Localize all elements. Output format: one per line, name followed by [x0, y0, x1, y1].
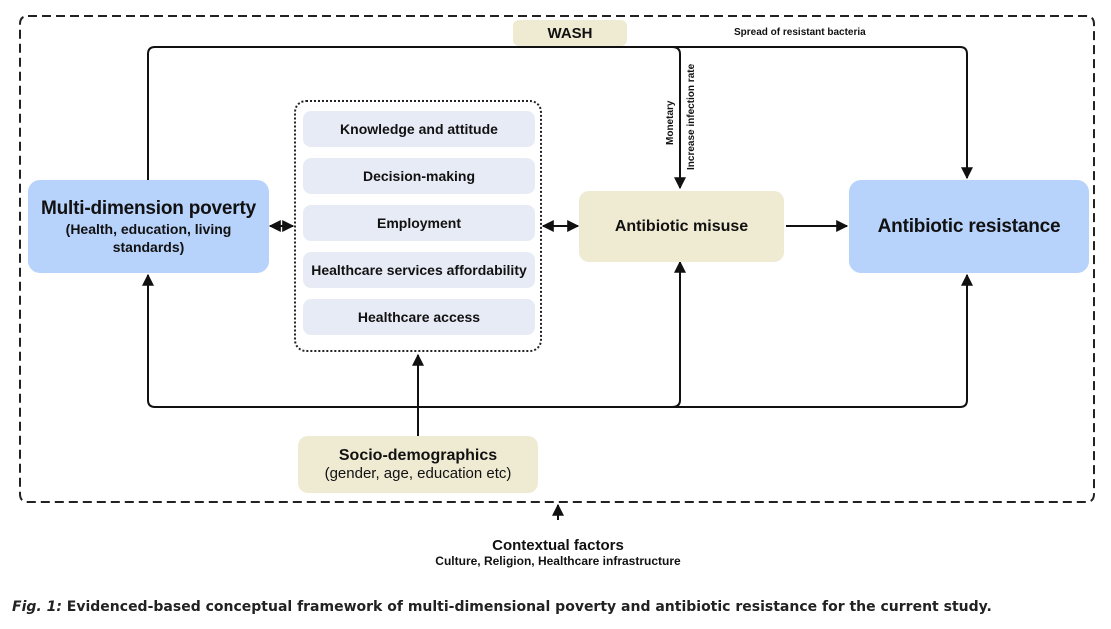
spread-label: Spread of resistant bacteria — [734, 27, 866, 38]
socio-subtitle: (gender, age, education etc) — [324, 465, 512, 482]
factor-access: Healthcare access — [303, 299, 535, 335]
caption-label: Fig. 1: — [12, 599, 62, 615]
socio-box: Socio-demographics (gender, age, educati… — [298, 436, 538, 493]
bottom-loop-wire — [147, 273, 973, 408]
poverty-subtitle: (Health, education, living standards) — [65, 220, 232, 255]
contextual-boundary — [19, 15, 1095, 503]
misuse-box: Antibiotic misuse — [579, 191, 784, 262]
socio-title: Socio-demographics — [338, 447, 498, 464]
resistance-box: Antibiotic resistance — [849, 180, 1089, 273]
contextual-title: Contextual factors — [492, 536, 624, 554]
factor-knowledge: Knowledge and attitude — [303, 111, 535, 147]
figure-caption: Fig. 1: Evidenced-based conceptual frame… — [12, 599, 992, 615]
wash-box: WASH — [513, 20, 627, 46]
wash-to-misuse-wire — [671, 46, 686, 190]
factor-affordability: Healthcare services affordability — [303, 252, 535, 288]
factor-decision: Decision-making — [303, 158, 535, 194]
monetary-label: Monetary — [665, 100, 676, 145]
bottom-to-misuse-wire — [671, 260, 686, 408]
poverty-box: Multi-dimension poverty (Health, educati… — [28, 180, 269, 273]
contextual-subtitle: Culture, Religion, Healthcare infrastruc… — [435, 553, 681, 568]
resistance-title: Antibiotic resistance — [877, 215, 1061, 237]
factors-group — [294, 100, 542, 352]
poverty-title: Multi-dimension poverty — [41, 197, 256, 219]
misuse-title: Antibiotic misuse — [614, 217, 749, 235]
infection-label: Increase infection rate — [686, 63, 697, 170]
contextual-block: Contextual factors Culture, Religion, He… — [398, 532, 718, 572]
factor-employment: Employment — [303, 205, 535, 241]
wash-label: WASH — [547, 24, 593, 42]
caption-text: Evidenced-based conceptual framework of … — [61, 599, 992, 615]
wash-wire — [147, 46, 973, 180]
